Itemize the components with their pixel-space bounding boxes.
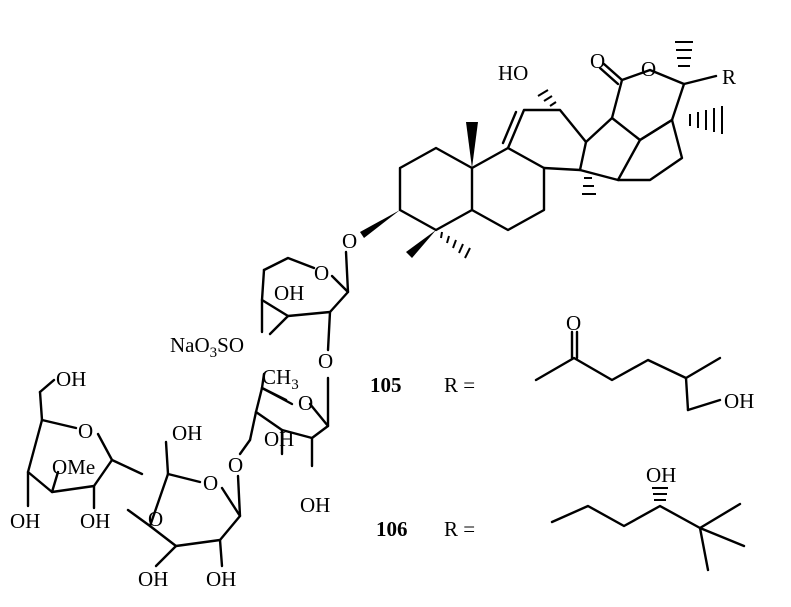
hashed-methyl-c22 <box>675 41 693 67</box>
ch3-label: CH3 <box>262 365 299 393</box>
o-mglc-ring-label: O <box>78 419 93 443</box>
o-glc-ring-label: O <box>203 471 218 495</box>
naso3-label: NaO3SO <box>170 333 244 361</box>
hashed-methyl-c20 <box>689 106 723 134</box>
ho-top-label: HO <box>498 61 528 85</box>
o-glycoside-label: O <box>342 229 357 253</box>
oh-quin-1-label: OH <box>264 427 294 451</box>
r-eq-105-label: R = <box>444 373 475 397</box>
xylose-ring <box>260 250 350 352</box>
oh-quin-2-label: OH <box>300 493 330 517</box>
o-105-label: O <box>566 311 581 335</box>
oh-glc-1-label: OH <box>138 567 168 591</box>
methylglucose-ring <box>26 378 144 510</box>
oh-xyl-label: OH <box>274 281 304 305</box>
hashed-ho <box>537 89 557 107</box>
hashed-methyl-c4 <box>440 231 471 259</box>
oh-glc-ch2-label: OH <box>172 421 202 445</box>
side-chain-105 <box>534 330 722 412</box>
aglycone-stereo <box>360 41 723 259</box>
o-glc-link-label: O <box>148 507 163 531</box>
r-eq-106-label: R = <box>444 517 475 541</box>
o-quin-ring-label: O <box>298 391 313 415</box>
aglycone-skeleton <box>398 62 686 232</box>
oh-mglc-1-label: OH <box>10 509 40 533</box>
o-xyl-ring-label: O <box>314 261 329 285</box>
o-quin-link-label: O <box>228 453 243 477</box>
oh-glc-2-label: OH <box>206 567 236 591</box>
ome-label: OMe <box>52 455 95 479</box>
o-lactone-label: O <box>641 57 656 81</box>
hashed-methyl-c14 <box>582 177 596 195</box>
oh-mglc-ch2-label: OH <box>56 367 86 391</box>
compound-105-label: 105 <box>370 373 402 397</box>
quinovose-ring <box>238 372 330 468</box>
oh-105-label: OH <box>724 389 754 413</box>
o-carbonyl-label: O <box>590 49 605 73</box>
compound-106-label: 106 <box>376 517 408 541</box>
oh-mglc-2-label: OH <box>80 509 110 533</box>
side-chain-106 <box>550 487 746 572</box>
r-group-label: R <box>722 65 736 89</box>
glucose-ring <box>126 440 242 568</box>
oh-106-label: OH <box>646 463 676 487</box>
o-xyl-link-label: O <box>318 349 333 373</box>
